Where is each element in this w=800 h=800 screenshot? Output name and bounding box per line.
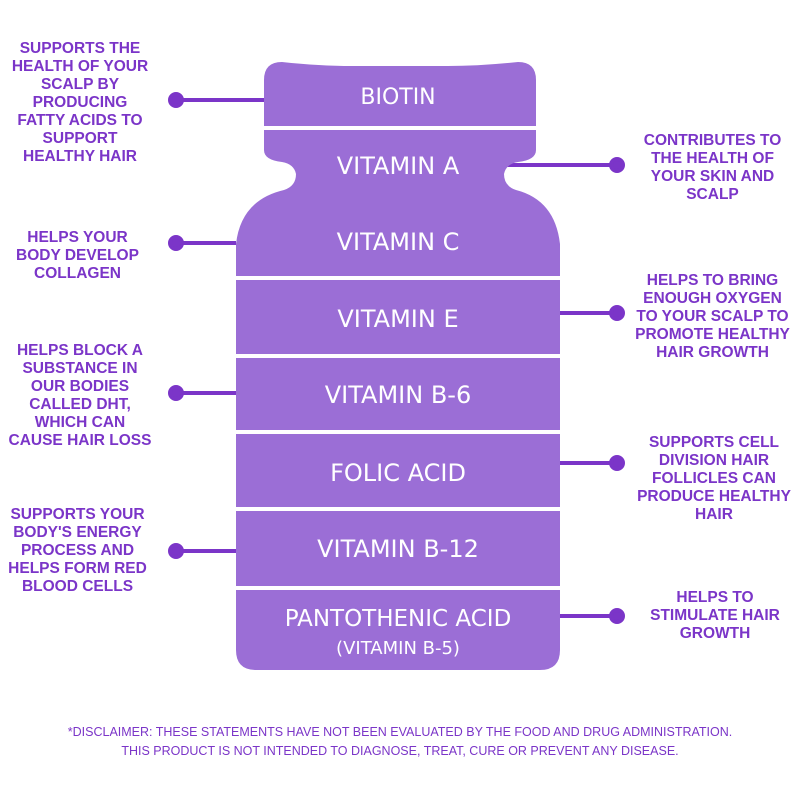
note-line: HAIR GROWTH	[656, 344, 769, 361]
note-vitamin-b6: HELPS BLOCK A SUBSTANCE IN OUR BODIES CA…	[0, 342, 160, 450]
connector-dot-vitamin-a	[609, 157, 625, 173]
band-label-folic-acid: FOLIC ACID	[330, 459, 466, 487]
note-line: SUBSTANCE IN	[22, 360, 138, 377]
note-vitamin-e: HELPS TO BRING ENOUGH OXYGEN TO YOUR SCA…	[625, 272, 800, 362]
note-line: PRODUCING	[32, 94, 128, 111]
note-folic-acid: SUPPORTS CELL DIVISION HAIR FOLLICLES CA…	[628, 434, 800, 524]
note-line: BODY'S ENERGY	[13, 524, 142, 541]
connector-dot-vitamin-b12	[168, 543, 184, 559]
note-line: SCALP BY	[40, 76, 120, 93]
note-line: HAIR	[695, 506, 733, 523]
connector-dot-pantothenic-acid	[609, 608, 625, 624]
note-line: SUPPORTS CELL	[648, 434, 780, 451]
connector-dot-biotin	[168, 92, 184, 108]
note-line: HELPS TO	[676, 589, 754, 606]
note-line: PROMOTE HEALTHY	[635, 326, 790, 343]
connector-dot-vitamin-b6	[168, 385, 184, 401]
band-label-vitamin-a: VITAMIN A	[337, 152, 460, 180]
note-line: HELPS FORM RED	[8, 560, 147, 577]
note-line: FATTY ACIDS TO	[17, 112, 143, 129]
note-line: ENOUGH OXYGEN	[643, 290, 782, 307]
note-line: HEALTHY HAIR	[23, 148, 137, 165]
bottle-neck-body	[236, 128, 560, 670]
note-line: HELPS YOUR	[27, 229, 128, 246]
band-dividers	[232, 126, 564, 590]
band-label-biotin: BIOTIN	[360, 85, 435, 110]
note-line: STIMULATE HAIR	[650, 607, 780, 624]
note-line: CALLED DHT,	[29, 396, 131, 413]
band-label-vitamin-b6: VITAMIN B-6	[325, 381, 471, 409]
note-line: SUPPORT	[42, 130, 118, 147]
note-vitamin-a: CONTRIBUTES TO THE HEALTH OF YOUR SKIN A…	[630, 132, 795, 204]
note-line: GROWTH	[679, 625, 751, 642]
note-line: OUR BODIES	[30, 378, 130, 395]
note-line: HELPS TO BRING	[646, 272, 779, 289]
disclaimer: *DISCLAIMER: THESE STATEMENTS HAVE NOT B…	[0, 723, 800, 761]
disclaimer-line-2: THIS PRODUCT IS NOT INTENDED TO DIAGNOSE…	[121, 744, 679, 758]
band-labels: BIOTIN VITAMIN A VITAMIN C VITAMIN E VIT…	[285, 85, 512, 659]
note-line: PRODUCE HEALTHY	[637, 488, 791, 505]
note-line: COLLAGEN	[34, 265, 121, 282]
connector-dot-vitamin-c	[168, 235, 184, 251]
bottle-shape	[236, 62, 560, 670]
note-line: YOUR SKIN AND	[650, 168, 775, 185]
note-line: TO YOUR SCALP TO	[636, 308, 789, 325]
connector-dot-vitamin-e	[609, 305, 625, 321]
note-vitamin-b12: SUPPORTS YOUR BODY'S ENERGY PROCESS AND …	[0, 506, 155, 596]
note-line: FOLLICLES CAN	[652, 470, 776, 487]
bottle-cap	[264, 62, 536, 128]
disclaimer-line-1: *DISCLAIMER: THESE STATEMENTS HAVE NOT B…	[67, 725, 733, 739]
band-label-vitamin-c: VITAMIN C	[337, 228, 460, 256]
note-line: BLOOD CELLS	[21, 578, 134, 595]
note-biotin: SUPPORTS THE HEALTH OF YOUR SCALP BY PRO…	[0, 40, 160, 166]
note-line: CONTRIBUTES TO	[643, 132, 782, 149]
band-sublabel-pantothenic-acid: (VITAMIN B-5)	[336, 638, 460, 659]
note-line: PROCESS AND	[20, 542, 135, 559]
connector-dot-folic-acid	[609, 455, 625, 471]
band-label-vitamin-b12: VITAMIN B-12	[317, 535, 479, 563]
note-line: BODY DEVELOP	[16, 247, 139, 264]
note-line: SCALP	[686, 186, 739, 203]
band-label-pantothenic-acid: PANTOTHENIC ACID	[285, 606, 512, 632]
note-pantothenic-acid: HELPS TO STIMULATE HAIR GROWTH	[635, 589, 795, 643]
note-line: HEALTH OF YOUR	[11, 58, 149, 75]
note-line: WHICH CAN	[34, 414, 126, 431]
note-line: SUPPORTS THE	[19, 40, 141, 57]
band-label-vitamin-e: VITAMIN E	[337, 305, 458, 333]
note-line: HELPS BLOCK A	[16, 342, 143, 359]
note-line: THE HEALTH OF	[651, 150, 774, 167]
connector-lines	[168, 92, 625, 624]
note-line: DIVISION HAIR	[658, 452, 770, 469]
note-line: CAUSE HAIR LOSS	[8, 432, 152, 449]
note-vitamin-c: HELPS YOUR BODY DEVELOP COLLAGEN	[0, 229, 155, 283]
note-line: SUPPORTS YOUR	[10, 506, 145, 523]
